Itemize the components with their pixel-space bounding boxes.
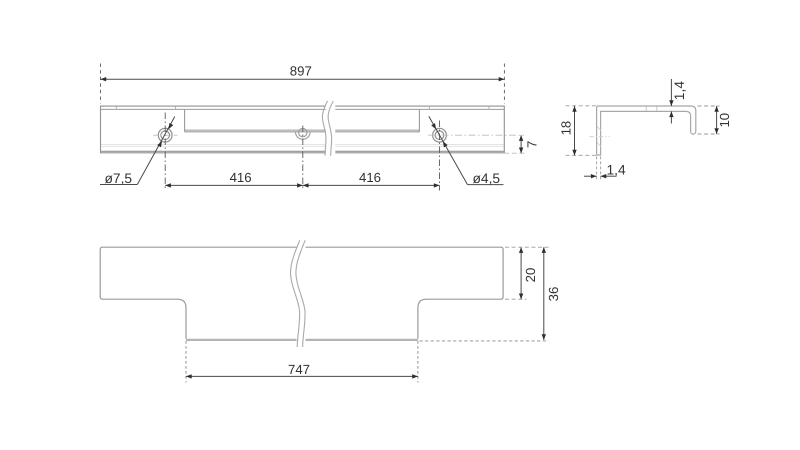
svg-text:416: 416 xyxy=(359,170,381,185)
svg-text:ø4,5: ø4,5 xyxy=(473,171,501,186)
svg-text:1,4: 1,4 xyxy=(672,81,687,101)
svg-text:416: 416 xyxy=(230,170,252,185)
svg-text:747: 747 xyxy=(288,362,310,377)
svg-text:7: 7 xyxy=(524,141,539,148)
svg-text:897: 897 xyxy=(290,63,312,78)
svg-text:18: 18 xyxy=(559,121,574,136)
svg-text:ø7,5: ø7,5 xyxy=(105,171,133,186)
svg-text:36: 36 xyxy=(546,287,561,302)
svg-text:20: 20 xyxy=(523,268,538,283)
svg-text:1,4: 1,4 xyxy=(607,163,627,178)
svg-text:10: 10 xyxy=(717,113,732,128)
